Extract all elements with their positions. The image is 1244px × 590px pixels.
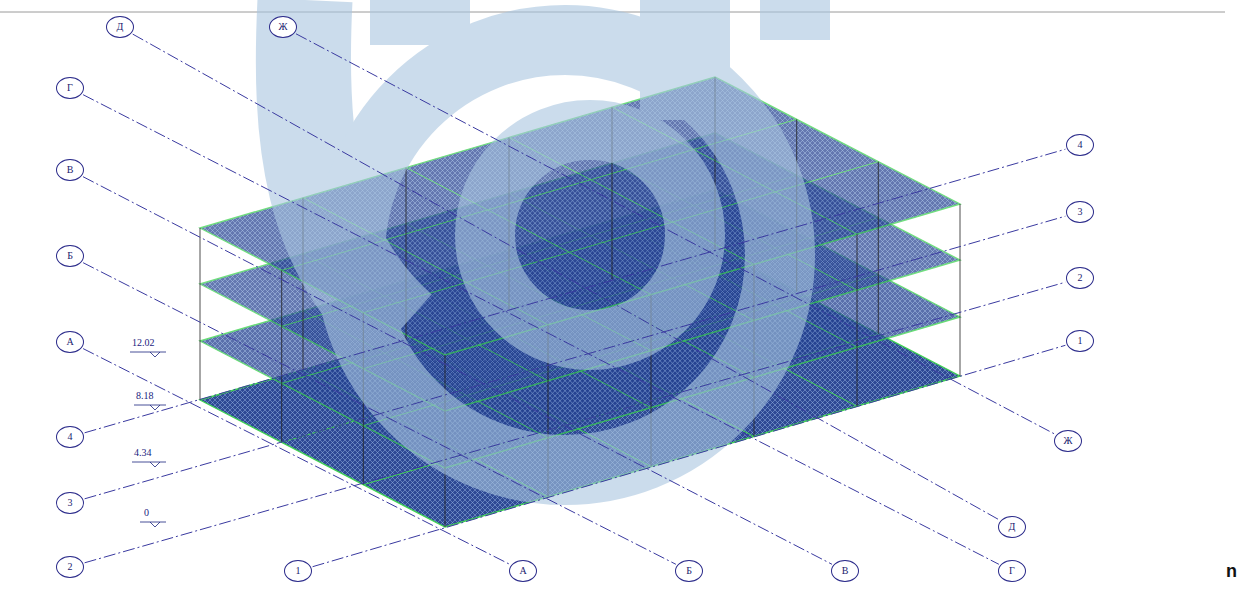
axis-bubble: 4 — [1066, 134, 1094, 156]
axis-bubble: Г — [56, 77, 84, 99]
elevation-mark: 0 — [144, 508, 149, 518]
grid-axis-line — [83, 349, 510, 565]
axis-bubble: Г — [998, 560, 1026, 582]
axis-name: В — [67, 165, 74, 175]
elevation-mark: 8.18 — [136, 391, 154, 401]
axis-name: 4 — [68, 432, 73, 442]
grid-axis-line — [83, 177, 832, 565]
axis-name: Б — [686, 566, 692, 576]
axis-name: Г — [67, 83, 73, 93]
axis-bubble: В — [56, 159, 84, 181]
axis-bubble: Ж — [1054, 430, 1082, 452]
elevation-mark: 4.34 — [134, 448, 152, 458]
axis-name: А — [66, 337, 73, 347]
grid-axis-line — [83, 263, 676, 565]
axis-name: Д — [117, 22, 124, 32]
axis-name: 2 — [1078, 273, 1083, 283]
axis-name: Ж — [279, 22, 288, 32]
axis-bubble: 3 — [1066, 201, 1094, 223]
axis-name: 3 — [68, 498, 73, 508]
axis-bubble: Б — [56, 245, 84, 267]
grid-axis-line — [85, 282, 1066, 563]
axis-bubble: 3 — [56, 492, 84, 514]
axis-name: 3 — [1078, 207, 1083, 217]
axis-bubble: 1 — [284, 560, 312, 582]
axis-bubble: Ж — [269, 16, 297, 38]
axis-bubble: 2 — [56, 556, 84, 578]
axis-name: Г — [1009, 566, 1015, 576]
axis-bubble: Б — [675, 560, 703, 582]
axis-name: 4 — [1078, 140, 1083, 150]
elevation-mark: 12.02 — [132, 338, 155, 348]
axis-name: 2 — [68, 562, 73, 572]
watermark-logo — [303, 0, 795, 470]
axis-name: В — [842, 566, 849, 576]
axis-name: Б — [67, 251, 73, 261]
grid-axis-line — [296, 34, 1055, 434]
grid-axis-line — [85, 149, 1066, 433]
axis-name: 1 — [1078, 336, 1083, 346]
axis-bubble: Д — [998, 516, 1026, 538]
axis-name: Д — [1009, 522, 1016, 532]
axis-bubble: А — [509, 560, 537, 582]
axis-bubble: А — [56, 331, 84, 353]
axis-name: Ж — [1064, 436, 1073, 446]
grid-axis-line — [85, 216, 1066, 499]
axis-bubble: В — [831, 560, 859, 582]
grid-axis-line — [83, 95, 999, 565]
axis-bubble: 1 — [1066, 330, 1094, 352]
axis-bubble: 2 — [1066, 267, 1094, 289]
elevation-marks — [130, 352, 166, 527]
axis-bubble: Д — [106, 16, 134, 38]
axis-name: А — [519, 566, 526, 576]
axis-bubble: 4 — [56, 426, 84, 448]
grid-axis-line — [313, 345, 1066, 566]
axis-name: 1 — [296, 566, 301, 576]
page-mark: n — [1226, 562, 1237, 580]
